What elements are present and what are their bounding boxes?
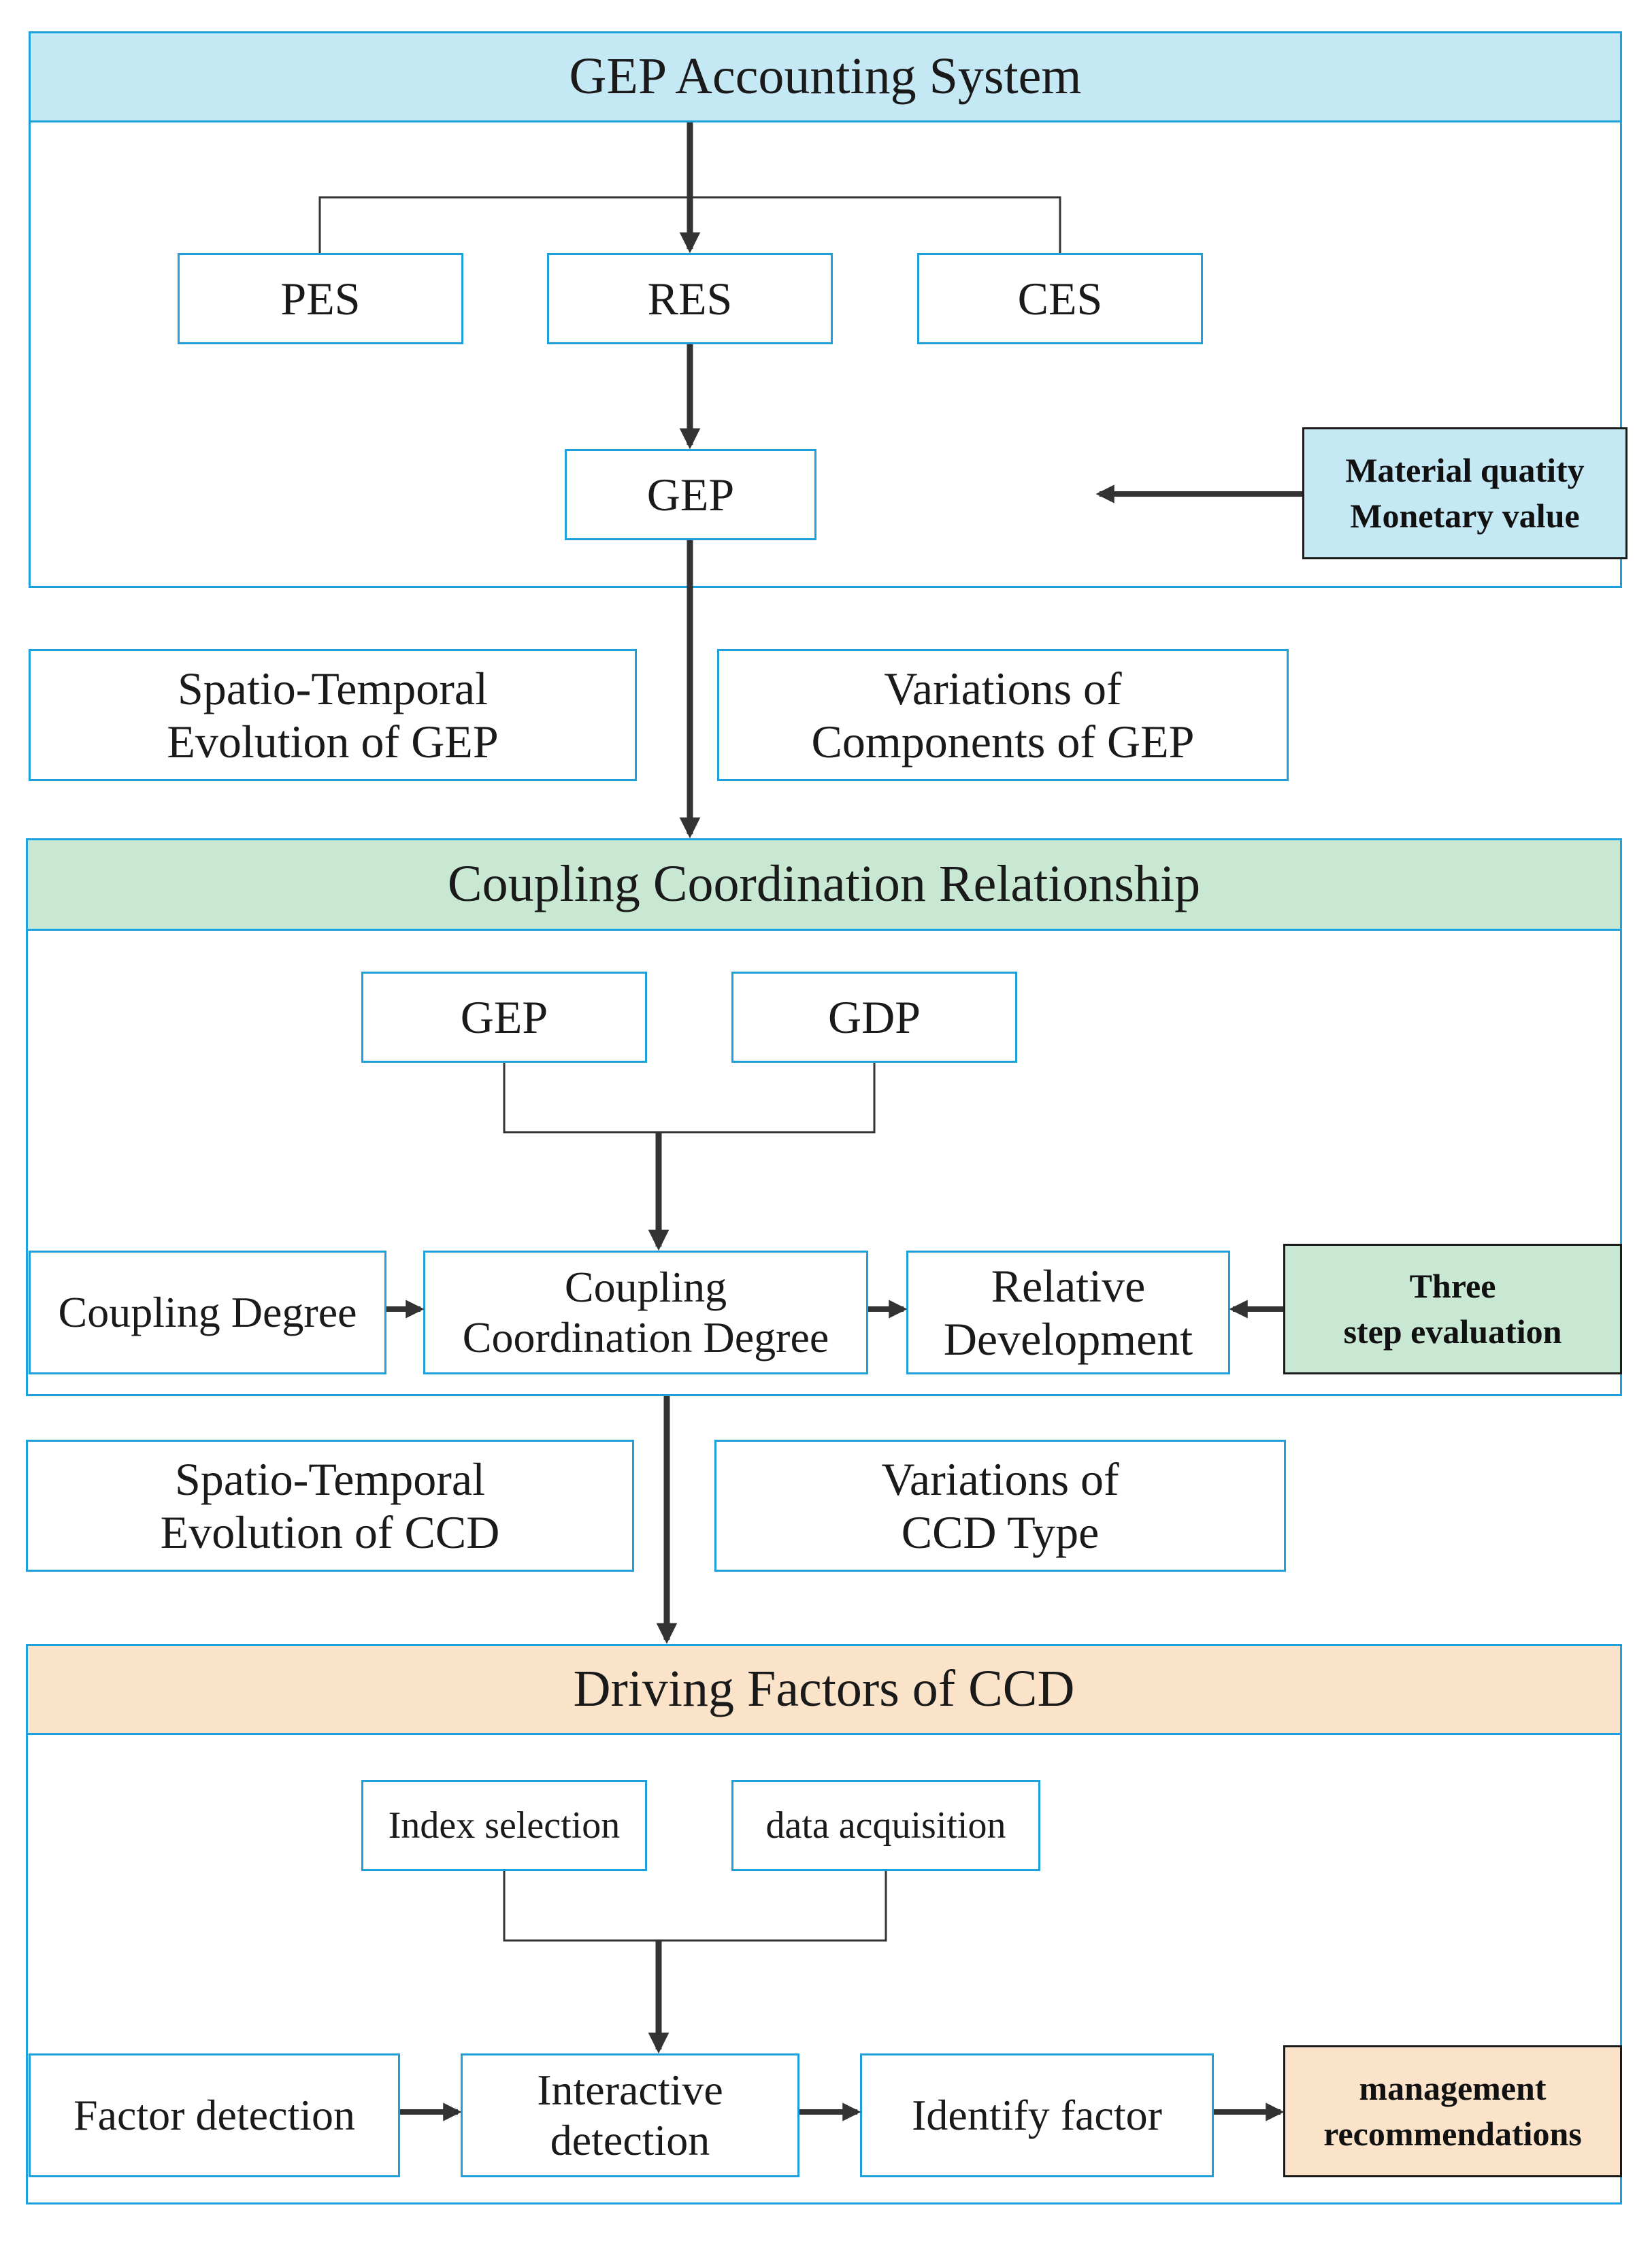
ces-label: CES — [1017, 272, 1103, 325]
data-acquisition-box: data acquisition — [731, 1780, 1040, 1871]
index-data-bracket — [503, 1871, 887, 1942]
coupling-degree-box: Coupling Degree — [29, 1251, 386, 1374]
relative-development-label: Relative Development — [943, 1259, 1193, 1365]
interactive-detection-label: Interactive detection — [537, 2066, 723, 2164]
driving-header: Driving Factors of CCD — [26, 1644, 1622, 1735]
gep-gdp-bracket — [503, 1063, 876, 1134]
data-acquisition-label: data acquisition — [765, 1804, 1006, 1847]
management-note: management recommendations — [1283, 2045, 1622, 2177]
index-selection-label: Index selection — [388, 1804, 621, 1847]
interactive-detection-box: Interactive detection — [461, 2053, 799, 2177]
coupling-title: Coupling Coordination Relationship — [447, 855, 1201, 913]
relative-development-box: Relative Development — [906, 1251, 1230, 1374]
ces-box: CES — [917, 253, 1203, 344]
driving-title: Driving Factors of CCD — [573, 1660, 1075, 1718]
ccd-spatiotemporal-box: Spatio-Temporal Evolution of CCD — [26, 1440, 634, 1572]
ccd-variations-label: Variations of CCD Type — [881, 1453, 1119, 1558]
gep-input-label: GEP — [460, 991, 548, 1043]
three-step-text: Three step evaluation — [1343, 1266, 1562, 1351]
ccd-spatiotemporal-label: Spatio-Temporal Evolution of CCD — [160, 1453, 500, 1558]
gep-variations-label: Variations of Components of GEP — [811, 662, 1195, 767]
factor-detection-label: Factor detection — [73, 2091, 356, 2140]
coupling-degree-label: Coupling Degree — [58, 1288, 357, 1337]
gep-spatiotemporal-label: Spatio-Temporal Evolution of GEP — [167, 662, 499, 767]
gdp-input-label: GDP — [827, 991, 921, 1043]
pes-box: PES — [178, 253, 463, 344]
res-box: RES — [547, 253, 833, 344]
gdp-input-box: GDP — [731, 972, 1017, 1063]
index-selection-box: Index selection — [361, 1780, 647, 1871]
management-text: management recommendations — [1323, 2068, 1582, 2153]
gep-accounting-header: GEP Accounting System — [29, 31, 1622, 122]
gep-result-label: GEP — [646, 468, 735, 521]
coupling-header: Coupling Coordination Relationship — [26, 838, 1622, 931]
gep-spatiotemporal-box: Spatio-Temporal Evolution of GEP — [29, 649, 637, 781]
identify-factor-label: Identify factor — [912, 2091, 1162, 2140]
gep-input-box: GEP — [361, 972, 647, 1063]
identify-factor-box: Identify factor — [860, 2053, 1214, 2177]
ccd-box: Coupling Coordination Degree — [423, 1251, 868, 1374]
material-monetary-text: Material quatity Monetary value — [1345, 450, 1585, 535]
ccd-label: Coupling Coordination Degree — [462, 1263, 829, 1361]
pes-label: PES — [280, 272, 361, 325]
gep-accounting-title: GEP Accounting System — [569, 48, 1082, 105]
res-label: RES — [647, 272, 733, 325]
gep-result-box: GEP — [565, 449, 816, 540]
gep-variations-box: Variations of Components of GEP — [717, 649, 1289, 781]
three-step-note: Three step evaluation — [1283, 1244, 1622, 1374]
material-monetary-note: Material quatity Monetary value — [1302, 427, 1628, 559]
factor-detection-box: Factor detection — [29, 2053, 400, 2177]
ccd-variations-box: Variations of CCD Type — [714, 1440, 1286, 1572]
